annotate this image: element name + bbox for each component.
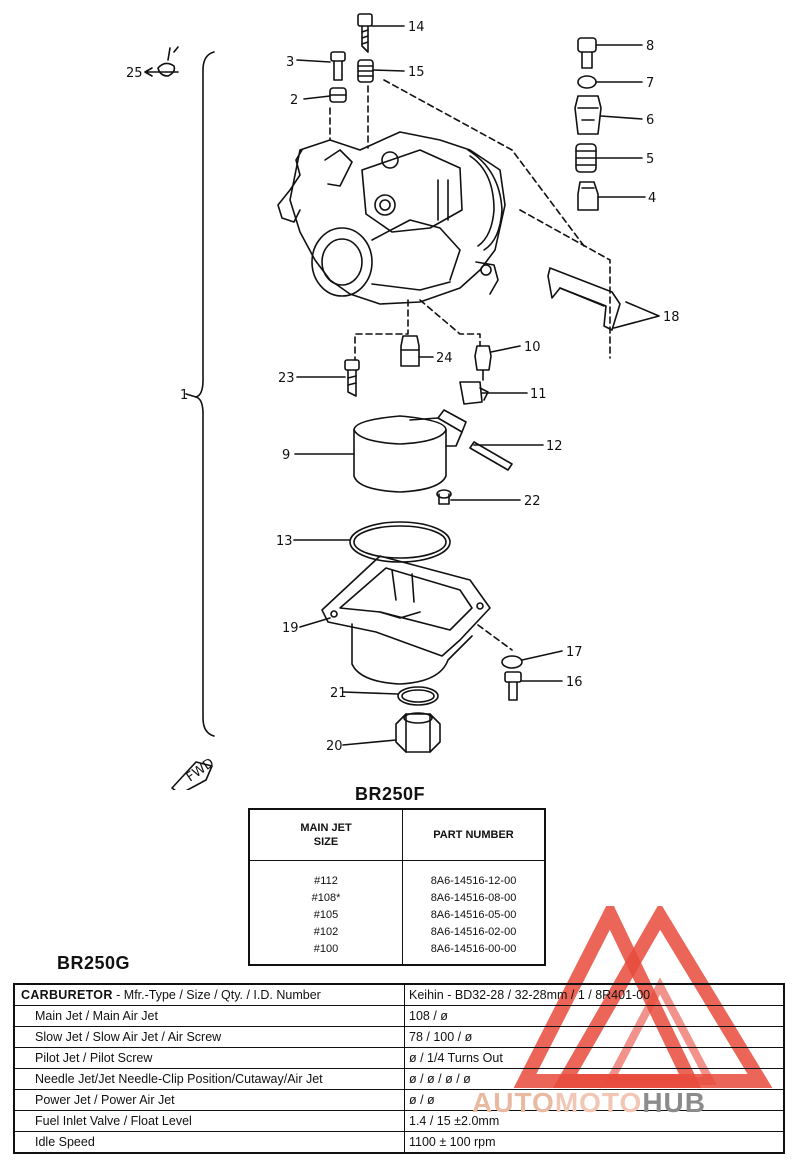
- callout-15: 15: [408, 65, 425, 80]
- callout-11: 11: [530, 387, 547, 402]
- part-5-spring: [575, 143, 597, 173]
- table-row: Fuel Inlet Valve / Float Level 1.4 / 15 …: [13, 1110, 785, 1132]
- callout-7: 7: [646, 76, 654, 91]
- table-row: #112: [314, 875, 338, 887]
- table-row: 8A6-14516-12-00: [430, 875, 517, 887]
- part-20-drain-plug: [395, 712, 441, 753]
- part-3-screw: [330, 51, 346, 81]
- assembly-bracket: [195, 51, 215, 737]
- part-10-valve: [474, 345, 492, 381]
- part-6-holder: [574, 95, 602, 135]
- spec-label: Needle Jet/Jet Needle-Clip Position/Cuta…: [13, 1068, 405, 1090]
- part-18-fitting: [547, 267, 621, 331]
- callout-13: 13: [276, 534, 293, 549]
- part-15-spring: [357, 59, 374, 83]
- spec-value: 1100 ± 100 rpm: [404, 1131, 785, 1154]
- carburetor-spec-table: CARBURETOR - Mfr.-Type / Size / Qty. / I…: [13, 983, 785, 1154]
- callout-22: 22: [524, 494, 541, 509]
- table-row: #108*: [311, 892, 341, 904]
- table-row: #102: [313, 926, 339, 938]
- callout-21: 21: [330, 686, 347, 701]
- spec-value: 78 / 100 / ø: [404, 1026, 785, 1048]
- callout-23: 23: [278, 371, 295, 386]
- callout-16: 16: [566, 675, 583, 690]
- part-12-pin: [469, 441, 513, 471]
- callout-1: 1: [180, 388, 188, 403]
- part-21-o-ring: [397, 686, 439, 706]
- part-number-column: 8A6-14516-12-00 8A6-14516-08-00 8A6-1451…: [402, 860, 546, 965]
- callout-12: 12: [546, 439, 563, 454]
- callout-6: 6: [646, 113, 654, 128]
- spec-label: Main Jet / Main Air Jet: [13, 1005, 405, 1027]
- table-row: Main Jet / Main Air Jet 108 / ø: [13, 1005, 785, 1027]
- table-row: Needle Jet/Jet Needle-Clip Position/Cuta…: [13, 1068, 785, 1090]
- part-4-plunger: [577, 181, 599, 211]
- table-row: #100: [313, 943, 339, 955]
- part-number-header: PART NUMBER: [402, 809, 546, 861]
- spec-value: 1.4 / 15 ±2.0mm: [404, 1110, 785, 1132]
- spec-value: 108 / ø: [404, 1005, 785, 1027]
- callout-9: 9: [282, 448, 290, 463]
- callout-10: 10: [524, 340, 541, 355]
- spec-value: ø / 1/4 Turns Out: [404, 1047, 785, 1069]
- main-jet-size-column: #112 #108* #105 #102 #100: [248, 860, 403, 965]
- part-13-gasket: [349, 521, 451, 563]
- part-11-clip: [459, 381, 489, 405]
- fwd-label: FWD: [184, 756, 217, 786]
- callout-14: 14: [408, 20, 425, 35]
- part-16-screw: [504, 671, 522, 701]
- table-row: Idle Speed 1100 ± 100 rpm: [13, 1131, 785, 1154]
- callout-24: 24: [436, 351, 453, 366]
- table-row: 8A6-14516-08-00: [430, 892, 517, 904]
- carburetor-exploded-diagram: FWD 1 2 3 4 5 6 7 8 9 10 11 12 13 14 15 …: [126, 13, 680, 790]
- part-23-screw: [344, 359, 360, 397]
- table-row: 8A6-14516-00-00: [430, 943, 517, 955]
- spec-label: Pilot Jet / Pilot Screw: [13, 1047, 405, 1069]
- table-row: Pilot Jet / Pilot Screw ø / 1/4 Turns Ou…: [13, 1047, 785, 1069]
- part-24-jet: [400, 335, 420, 367]
- br250f-title: BR250F: [355, 784, 426, 804]
- part-7-washer: [577, 75, 597, 89]
- callout-25: 25: [126, 66, 143, 81]
- spec-header-row: CARBURETOR - Mfr.-Type / Size / Qty. / I…: [13, 983, 785, 1006]
- fwd-arrow-icon: [171, 761, 213, 790]
- automotohub-watermark-text: AUTOMOTOHUB: [472, 1087, 706, 1118]
- part-14-screw: [357, 13, 373, 53]
- part-2-washer: [329, 87, 347, 103]
- callout-5: 5: [646, 152, 654, 167]
- callout-8: 8: [646, 39, 654, 54]
- callout-20: 20: [326, 739, 343, 754]
- part-8-screw: [577, 37, 597, 69]
- spec-label: Idle Speed: [13, 1131, 405, 1154]
- callout-2: 2: [290, 93, 298, 108]
- table-row: 8A6-14516-05-00: [430, 909, 517, 921]
- br250g-title: BR250G: [57, 953, 131, 973]
- part-19-float-bowl: [321, 555, 491, 685]
- callout-19: 19: [282, 621, 299, 636]
- table-row: Power Jet / Power Air Jet ø / ø: [13, 1089, 785, 1111]
- callout-17: 17: [566, 645, 583, 660]
- callout-3: 3: [286, 55, 294, 70]
- table-row: #105: [313, 909, 339, 921]
- spec-label: Power Jet / Power Air Jet: [13, 1089, 405, 1111]
- table-row: Slow Jet / Slow Air Jet / Air Screw 78 /…: [13, 1026, 785, 1048]
- carburetor-body: [277, 131, 506, 305]
- part-22-screw: [436, 489, 452, 505]
- spec-header-label: CARBURETOR - Mfr.-Type / Size / Qty. / I…: [13, 983, 405, 1006]
- spec-label: Fuel Inlet Valve / Float Level: [13, 1110, 405, 1132]
- table-row: 8A6-14516-02-00: [430, 926, 517, 938]
- callout-18: 18: [663, 310, 680, 325]
- part-17-washer: [501, 655, 523, 669]
- part-9-float: [353, 409, 467, 493]
- spec-label: Slow Jet / Slow Air Jet / Air Screw: [13, 1026, 405, 1048]
- callout-4: 4: [648, 191, 656, 206]
- spec-header-value: Keihin - BD32-28 / 32-28mm / 1 / 8R401-0…: [404, 983, 785, 1006]
